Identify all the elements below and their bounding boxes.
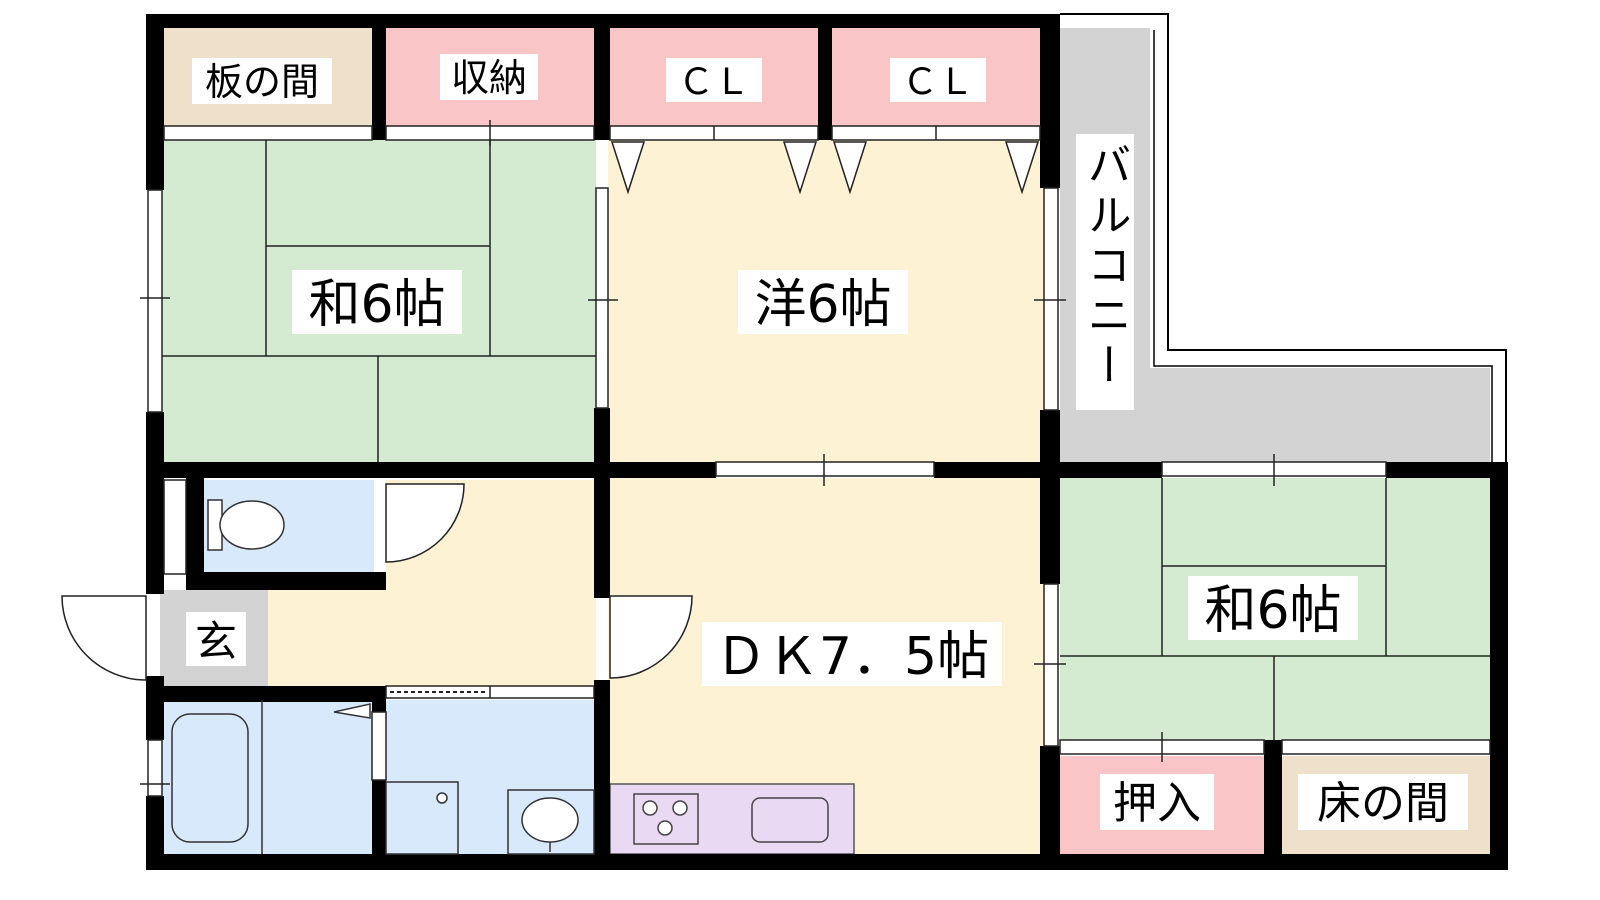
bathtub-fixture	[171, 700, 371, 854]
balcony-label-bg	[1076, 134, 1134, 410]
youshitsu-label: 洋6帖	[754, 275, 891, 335]
balcony-area	[1060, 28, 1490, 462]
oshiire-label: 押入	[1113, 778, 1201, 829]
balcony-outline	[1060, 13, 1507, 462]
tatami-lines-right	[1060, 478, 1490, 740]
tokonoma-label-bg	[1298, 774, 1468, 830]
balcony-inner-line	[1153, 30, 1493, 462]
closet-1-label-bg	[666, 58, 762, 102]
youshitsu-label-bg	[738, 270, 908, 334]
closet-1-label: ＣＬ	[678, 62, 750, 103]
washbasin-fixture	[385, 781, 595, 855]
storage-top-label-bg	[440, 54, 538, 100]
stove-fixture	[633, 793, 699, 845]
dk-label: ＤＫ7．5帖	[715, 627, 989, 687]
sink-fixture	[751, 797, 829, 843]
windows	[140, 120, 1491, 797]
swing-doors	[61, 483, 693, 681]
washitsu-left-label-bg	[292, 270, 462, 334]
balcony-label: バルコニー	[1080, 142, 1131, 392]
itanoma-label-bg	[192, 58, 332, 104]
walls	[146, 14, 1508, 870]
toilet-fixture	[207, 499, 285, 551]
closet-2-label-bg	[890, 58, 986, 102]
oshiire-label-bg	[1100, 774, 1214, 830]
hallway-area	[268, 480, 596, 686]
itanoma-label: 板の間	[205, 60, 319, 104]
storage-top-label: 収納	[451, 56, 527, 100]
washitsu-right-label-bg	[1188, 576, 1358, 640]
genkan-label: 玄	[195, 617, 237, 666]
tokonoma-label: 床の間	[1317, 778, 1449, 829]
genkan-label-bg	[186, 612, 246, 666]
closet-doors	[610, 141, 1040, 195]
washitsu-left-label: 和6帖	[308, 275, 445, 335]
dk-label-bg	[702, 622, 1002, 686]
washitsu-right-label: 和6帖	[1204, 581, 1341, 641]
tatami-lines-left	[160, 140, 596, 462]
closet-2-label: ＣＬ	[902, 62, 974, 103]
